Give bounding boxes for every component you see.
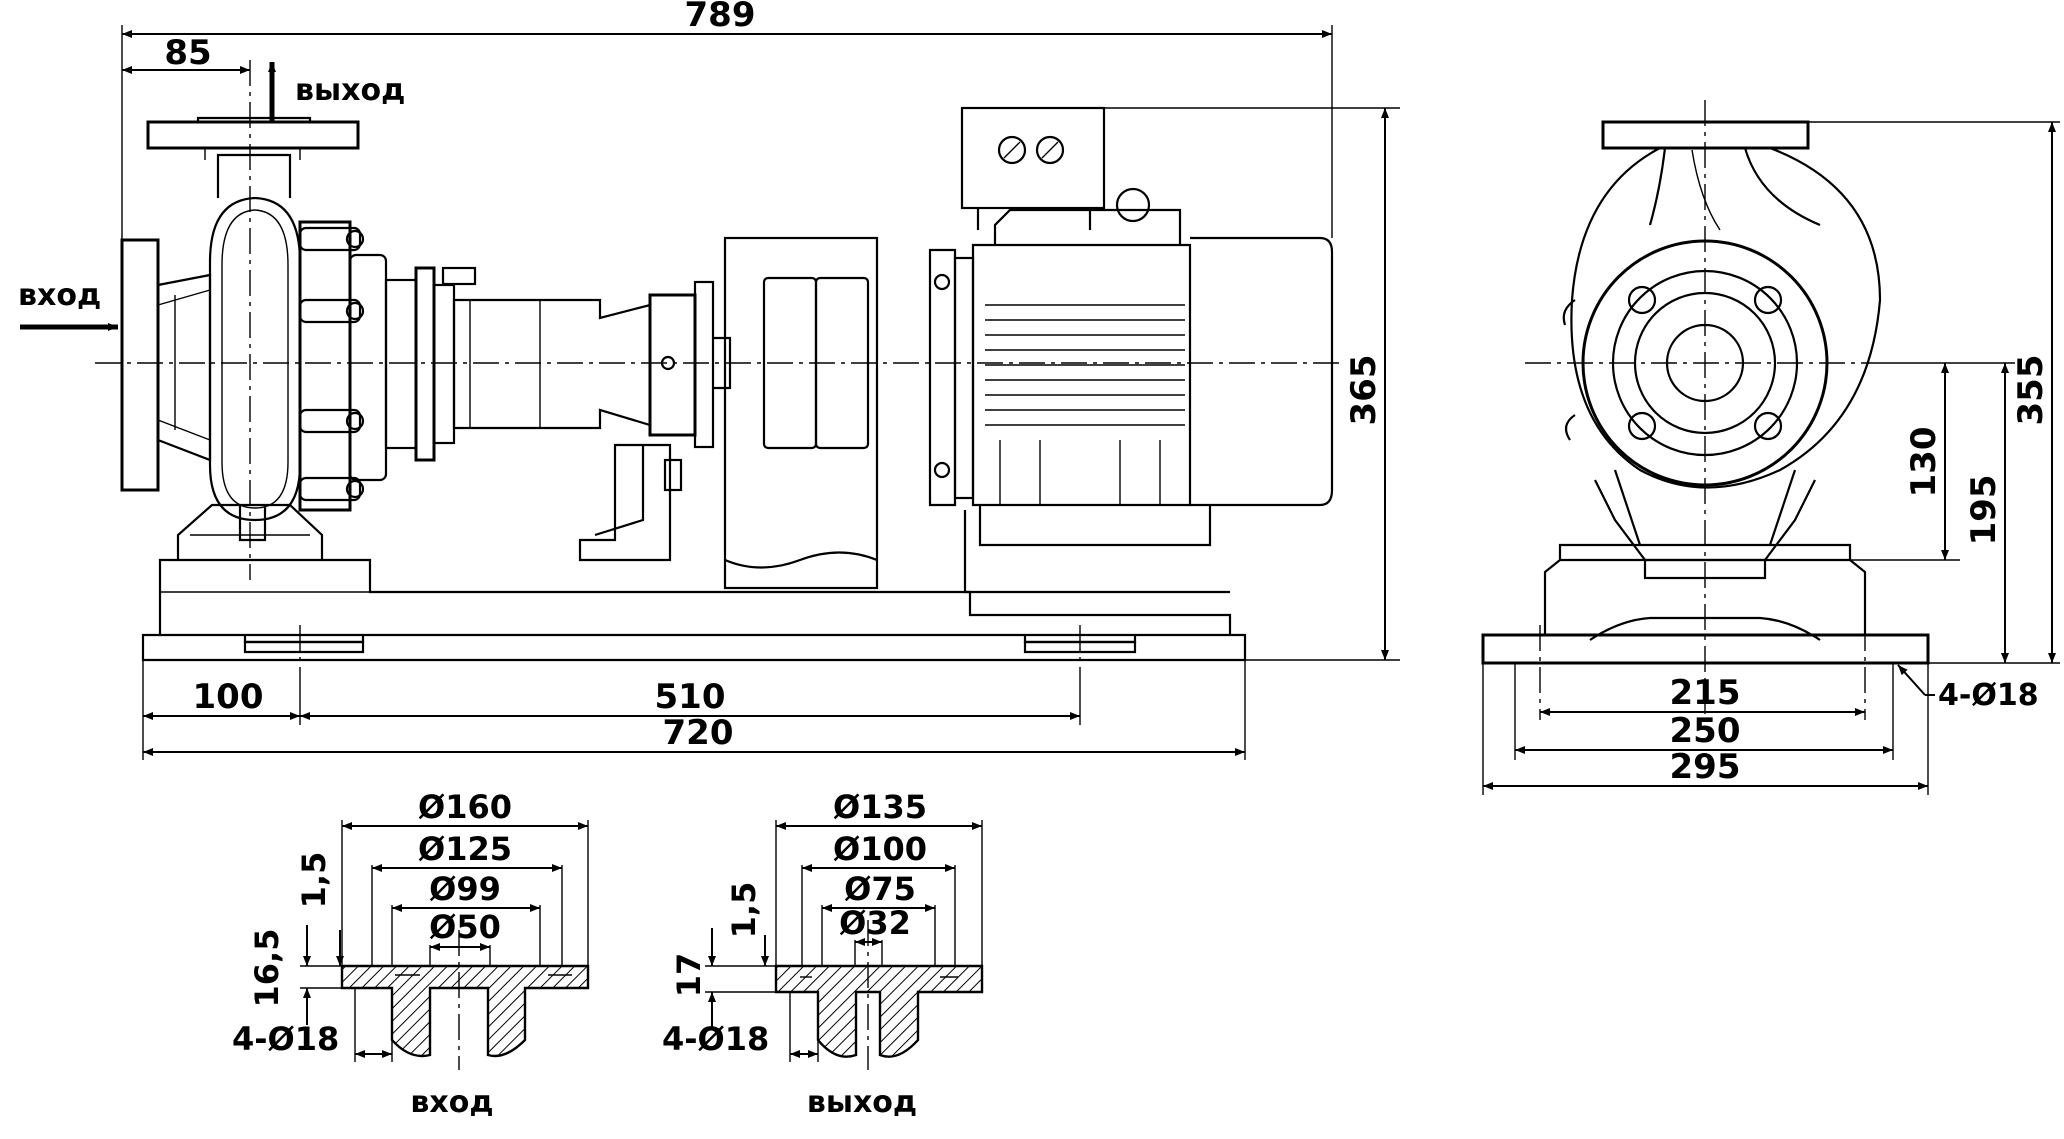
- foot-width-label: 250: [1670, 711, 1741, 751]
- side-view: [95, 60, 1340, 675]
- outlet-d1-label: Ø135: [833, 788, 927, 826]
- outlet-height-label: 130: [1904, 427, 1944, 498]
- base-length-label: 720: [663, 713, 734, 753]
- hole-spacing-label: 215: [1670, 673, 1741, 713]
- inlet-d3-label: Ø99: [429, 870, 501, 908]
- outlet-raise-label: 1,5: [725, 882, 763, 939]
- inlet-flange-caption: вход: [410, 1085, 493, 1120]
- inlet-d2-label: Ø125: [418, 830, 512, 868]
- outlet-flange-section: Ø135 Ø100 Ø75 Ø32 17 1,5 4-Ø18 выход: [662, 788, 984, 1120]
- outlet-d4-label: Ø32: [839, 904, 911, 942]
- inlet-flow-label: вход: [18, 278, 101, 313]
- base-left-offset-label: 100: [193, 677, 264, 717]
- inlet-holes-label: 4-Ø18: [232, 1020, 339, 1058]
- inlet-flange-section: Ø160 Ø125 Ø99 Ø50 16,5 1,5 4-Ø18 вход: [232, 788, 590, 1120]
- inlet-thickness-label: 16,5: [248, 929, 286, 1008]
- outlet-holes-label: 4-Ø18: [662, 1020, 769, 1058]
- inlet-raise-label: 1,5: [295, 852, 333, 909]
- outlet-flow-label: выход: [295, 73, 405, 108]
- base-width-label: 295: [1670, 747, 1741, 787]
- bolt-row: [298, 226, 365, 502]
- outlet-flange-caption: выход: [807, 1085, 917, 1120]
- base-holes-label: 4-Ø18: [1938, 678, 2039, 713]
- outlet-d3-label: Ø75: [844, 870, 916, 908]
- shaft-height-label: 195: [1964, 475, 2004, 546]
- inlet-d4-label: Ø50: [429, 908, 501, 946]
- side-view-dimensions: 789 85 выход вход 365 100 510 720: [18, 0, 1400, 760]
- overall-length-label: 789: [685, 0, 756, 35]
- base-hole-spacing-label: 510: [655, 677, 726, 717]
- end-height-label: 355: [2011, 355, 2051, 426]
- motor-fins: [985, 304, 1185, 426]
- inlet-d1-label: Ø160: [418, 788, 512, 826]
- end-view-dimensions: 355 195 130 215 250 295 4-Ø18: [1482, 121, 2060, 795]
- outlet-offset-label: 85: [164, 33, 211, 73]
- outlet-thickness-label: 17: [670, 953, 708, 998]
- outlet-d2-label: Ø100: [833, 830, 927, 868]
- end-view: [1481, 100, 1930, 720]
- height-label: 365: [1344, 355, 1384, 426]
